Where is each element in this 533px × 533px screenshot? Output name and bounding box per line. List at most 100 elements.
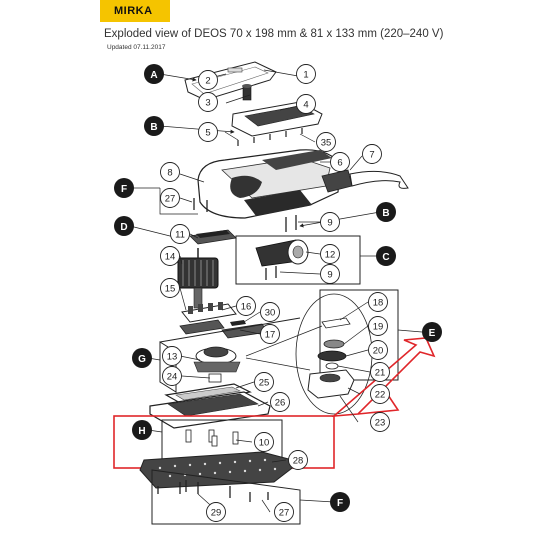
svg-text:11: 11 bbox=[175, 230, 185, 241]
svg-text:25: 25 bbox=[259, 378, 270, 389]
badge-label: G bbox=[138, 354, 146, 365]
svg-text:15: 15 bbox=[165, 284, 176, 295]
group-badge-h: H bbox=[132, 420, 152, 440]
svg-text:5: 5 bbox=[205, 128, 210, 139]
callout-8: 8 bbox=[160, 162, 180, 182]
svg-text:24: 24 bbox=[167, 372, 178, 383]
callout-10: 10 bbox=[254, 432, 274, 452]
part-base-plate bbox=[149, 391, 271, 429]
svg-text:27: 27 bbox=[279, 508, 290, 519]
group-badge-f-bottom: F bbox=[330, 492, 350, 512]
group-badge-c: C bbox=[376, 246, 396, 266]
callout-22: 22 bbox=[370, 384, 390, 404]
badge-label: D bbox=[120, 222, 127, 233]
badge-label: F bbox=[121, 184, 127, 195]
group-box-f-bottom bbox=[151, 469, 301, 525]
part-motor-housing bbox=[197, 149, 341, 219]
svg-text:27: 27 bbox=[165, 194, 176, 205]
callout-27-top: 27 bbox=[160, 188, 180, 208]
part-small-screws-5 bbox=[237, 128, 303, 146]
callout-11: 11 bbox=[170, 224, 190, 244]
callout-1: 1 bbox=[296, 64, 316, 84]
svg-text:26: 26 bbox=[275, 398, 286, 409]
callout-9-box-c: 9 bbox=[320, 264, 340, 284]
callout-2: 2 bbox=[198, 70, 218, 90]
part-armature bbox=[177, 248, 219, 309]
callout-29: 29 bbox=[206, 502, 226, 522]
svg-text:29: 29 bbox=[211, 508, 222, 519]
group-badge-g: G bbox=[132, 348, 152, 368]
badge-label: H bbox=[138, 426, 145, 437]
part-cable-grip bbox=[255, 239, 309, 280]
callout-7: 7 bbox=[362, 144, 382, 164]
svg-text:9: 9 bbox=[327, 218, 332, 229]
callout-19: 19 bbox=[368, 316, 388, 336]
svg-text:10: 10 bbox=[259, 438, 270, 449]
callout-21: 21 bbox=[370, 362, 390, 382]
callout-12: 12 bbox=[320, 244, 340, 264]
svg-text:19: 19 bbox=[373, 322, 384, 333]
callout-15: 15 bbox=[160, 278, 180, 298]
updated-date: Updated 07.11.2017 bbox=[107, 44, 166, 51]
callout-5: 5 bbox=[198, 122, 218, 142]
svg-text:14: 14 bbox=[165, 252, 176, 263]
part-counterweight bbox=[307, 369, 355, 399]
callout-25: 25 bbox=[254, 372, 274, 392]
callout-16: 16 bbox=[236, 296, 256, 316]
svg-text:7: 7 bbox=[369, 150, 374, 161]
part-screws-27 bbox=[193, 198, 208, 212]
svg-text:17: 17 bbox=[265, 330, 276, 341]
part-bearing-block bbox=[179, 319, 269, 339]
callout-24: 24 bbox=[162, 366, 182, 386]
badge-label: B bbox=[382, 208, 389, 219]
callout-9-upper: 9 bbox=[320, 212, 340, 232]
svg-text:1: 1 bbox=[303, 70, 308, 81]
svg-text:16: 16 bbox=[241, 302, 252, 313]
callout-3: 3 bbox=[198, 92, 218, 112]
group-badge-e: E bbox=[422, 322, 442, 342]
svg-text:28: 28 bbox=[293, 456, 304, 467]
badge-label: C bbox=[382, 252, 389, 263]
callout-35: 35 bbox=[316, 132, 336, 152]
mirka-logo: MIRKA bbox=[100, 0, 170, 22]
svg-text:12: 12 bbox=[325, 250, 336, 261]
part-screw-stud bbox=[242, 84, 252, 101]
group-badge-d: D bbox=[114, 216, 134, 236]
callout-14: 14 bbox=[160, 246, 180, 266]
svg-text:6: 6 bbox=[337, 158, 342, 169]
part-fan bbox=[181, 302, 237, 323]
group-badge-a: A bbox=[144, 64, 164, 84]
svg-text:4: 4 bbox=[303, 100, 308, 111]
group-badge-b-right: B bbox=[376, 202, 396, 222]
page-title: Exploded view of DEOS 70 x 198 mm & 81 x… bbox=[104, 28, 444, 40]
badge-label: B bbox=[150, 122, 157, 133]
callout-20: 20 bbox=[368, 340, 388, 360]
part-screws-9-upper bbox=[285, 215, 297, 232]
callout-30: 30 bbox=[260, 302, 280, 322]
callout-23: 23 bbox=[370, 412, 390, 432]
svg-text:3: 3 bbox=[205, 98, 210, 109]
part-brush-plate bbox=[189, 229, 237, 245]
group-badge-f-top: F bbox=[114, 178, 134, 198]
svg-text:22: 22 bbox=[375, 390, 386, 401]
callout-27-bottom: 27 bbox=[274, 502, 294, 522]
part-top-cover bbox=[184, 61, 277, 101]
svg-text:30: 30 bbox=[265, 308, 276, 319]
svg-text:9: 9 bbox=[327, 270, 332, 281]
group-badge-b-top: B bbox=[144, 116, 164, 136]
callout-6: 6 bbox=[330, 152, 350, 172]
group-box-c bbox=[235, 235, 361, 285]
svg-text:20: 20 bbox=[373, 346, 384, 357]
badge-label: E bbox=[429, 328, 436, 339]
callout-17: 17 bbox=[260, 324, 280, 344]
svg-text:23: 23 bbox=[375, 418, 386, 429]
part-eccentric-bearing bbox=[193, 346, 241, 383]
part-cable-gland bbox=[321, 169, 409, 193]
badge-label: A bbox=[150, 70, 157, 81]
badge-label: F bbox=[337, 498, 343, 509]
leader-lines bbox=[129, 69, 423, 513]
svg-text:21: 21 bbox=[375, 368, 386, 379]
svg-text:13: 13 bbox=[167, 352, 178, 363]
callout-4: 4 bbox=[296, 94, 316, 114]
